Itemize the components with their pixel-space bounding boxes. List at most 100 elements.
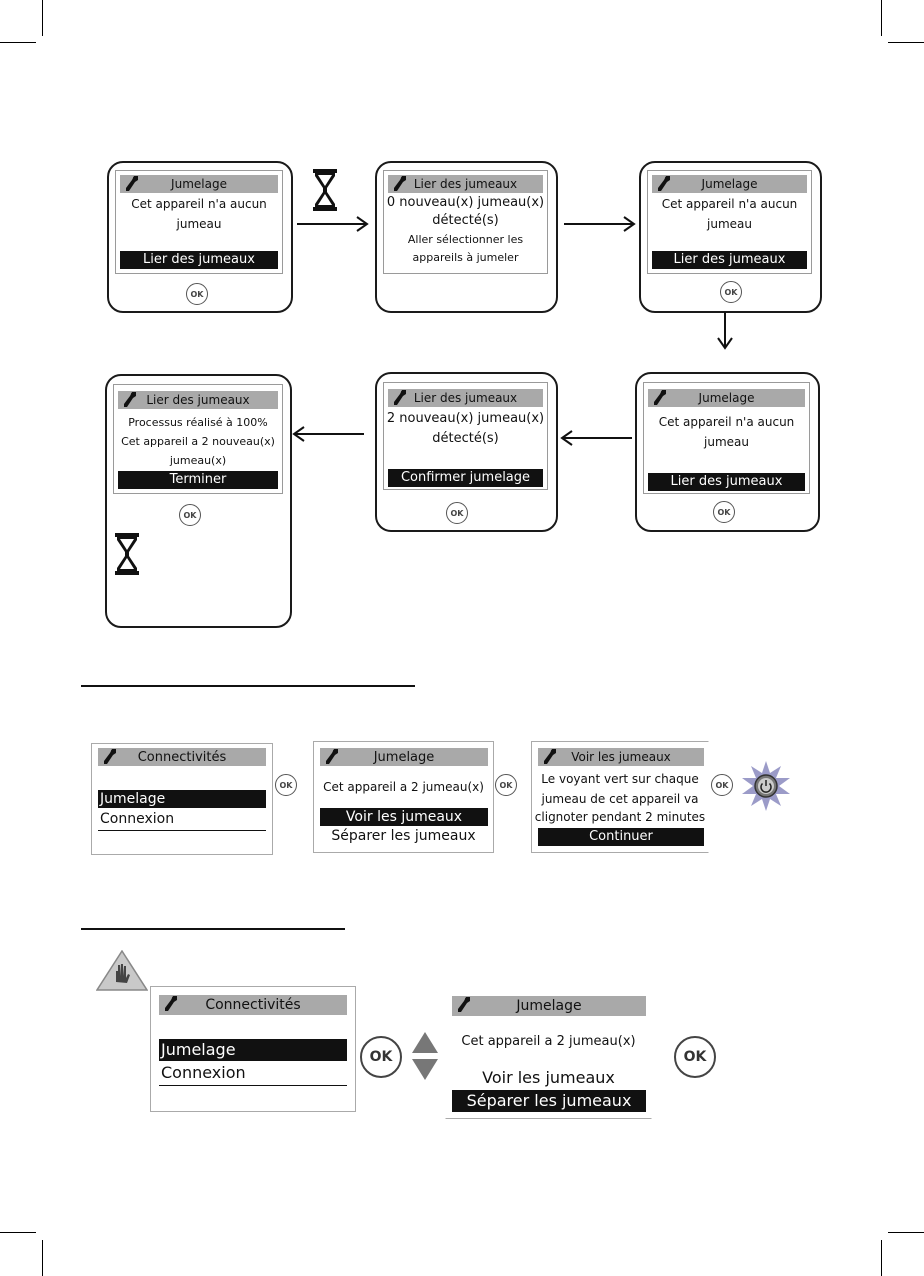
menu-item-separer-jumeaux[interactable]: Séparer les jumeaux [452, 1090, 646, 1112]
screen-title: Jumelage [171, 177, 227, 191]
device-screen-1: Jumelage Cet appareil n'a aucun jumeau L… [107, 161, 293, 313]
wrench-icon [125, 176, 139, 192]
screen-title: Connectivités [137, 749, 227, 765]
crop-mark [42, 0, 43, 36]
menu-item-connexion[interactable]: Connexion [161, 1063, 246, 1082]
menu-jumelage-large: Jumelage Cet appareil a 2 jumeau(x) Voir… [445, 987, 652, 1119]
arrow-left-icon [560, 430, 632, 446]
device-display: Jumelage Cet appareil n'a aucun jumeau L… [115, 170, 283, 274]
arrow-right-icon [564, 216, 636, 232]
title-bar: Jumelage [648, 389, 805, 407]
device-screen-6: Lier des jumeaux Processus réalisé à 100… [105, 374, 292, 628]
message-line: clignoter pendant 2 minutes [534, 810, 706, 824]
ok-button[interactable]: OK [360, 1036, 402, 1078]
screen-title: Jumelage [373, 749, 435, 765]
screen-title: Lier des jumeaux [413, 391, 518, 405]
screen-title: Jumelage [516, 998, 582, 1014]
screen-title: Jumelage [698, 391, 755, 405]
device-display: Lier des jumeaux 2 nouveau(x) jumeau(x) … [383, 382, 548, 490]
selected-option[interactable]: Lier des jumeaux [652, 251, 807, 269]
title-bar: Jumelage [320, 748, 488, 766]
ok-button[interactable]: OK [275, 774, 297, 796]
crop-mark [888, 1232, 924, 1233]
screen-title: Lier des jumeaux [413, 177, 518, 191]
title-bar: Voir les jumeaux [538, 748, 704, 766]
selected-option[interactable]: Confirmer jumelage [388, 469, 543, 487]
message-line: Cet appareil a 2 jumeau(x) [323, 780, 484, 794]
message-line: Aller sélectionner les [407, 233, 524, 246]
ok-button[interactable]: OK [720, 281, 742, 303]
crop-mark [0, 1232, 36, 1233]
menu-item-voir-jumeaux[interactable]: Voir les jumeaux [482, 1068, 615, 1087]
message-line: jumeau [704, 435, 749, 449]
menu-item-separer-jumeaux[interactable]: Séparer les jumeaux [331, 828, 476, 844]
message-line: jumeau [176, 217, 222, 231]
message-line: détecté(s) [432, 213, 499, 228]
hourglass-icon [115, 532, 139, 576]
power-led-icon [742, 761, 790, 811]
arrow-right-icon [297, 216, 369, 232]
title-bar: Jumelage [120, 175, 278, 193]
menu-voir-jumeaux: Voir les jumeaux Le voyant vert sur chaq… [531, 741, 709, 853]
title-bar: Lier des jumeaux [118, 391, 278, 409]
message-line: Cet appareil n'a aucun [658, 415, 795, 429]
menu-item-voir-jumeaux[interactable]: Voir les jumeaux [320, 808, 488, 826]
device-screen-5: Lier des jumeaux 2 nouveau(x) jumeau(x) … [375, 372, 558, 532]
message-line: 2 nouveau(x) jumeau(x) [386, 411, 545, 426]
up-down-arrows-icon[interactable] [410, 1030, 440, 1082]
ok-button[interactable]: OK [179, 504, 201, 526]
menu-jumelage: Jumelage Cet appareil a 2 jumeau(x) Voir… [313, 741, 494, 853]
menu-item-connexion[interactable]: Connexion [100, 811, 175, 827]
message-line: 0 nouveau(x) jumeau(x) [386, 195, 545, 210]
menu-item-jumelage[interactable]: Jumelage [98, 790, 266, 808]
message-line: jumeau(x) [169, 454, 227, 467]
ok-button[interactable]: OK [495, 774, 517, 796]
wrench-icon [653, 390, 667, 406]
menu-connectivites: Connectivités Jumelage Connexion [91, 743, 273, 855]
device-display: Jumelage Cet appareil n'a aucun jumeau L… [647, 170, 812, 274]
message-line: détecté(s) [432, 431, 499, 446]
ok-button[interactable]: OK [674, 1036, 716, 1078]
ok-button[interactable]: OK [186, 283, 208, 305]
device-screen-3: Jumelage Cet appareil n'a aucun jumeau L… [639, 161, 822, 313]
title-bar: Lier des jumeaux [388, 175, 543, 193]
wrench-icon [393, 390, 407, 406]
message-line: Cet appareil n'a aucun [131, 197, 267, 211]
message-line: Cet appareil n'a aucun [661, 197, 798, 211]
device-display: Jumelage Cet appareil n'a aucun jumeau L… [643, 382, 810, 494]
selected-option[interactable]: Terminer [118, 471, 278, 489]
device-screen-2: Lier des jumeaux 0 nouveau(x) jumeau(x) … [375, 161, 558, 313]
message-line: jumeau [707, 217, 752, 231]
selected-option[interactable]: Lier des jumeaux [120, 251, 278, 269]
continue-option[interactable]: Continuer [538, 828, 704, 846]
ok-button[interactable]: OK [713, 501, 735, 523]
screen-title: Voir les jumeaux [571, 750, 671, 764]
wrench-icon [543, 749, 557, 765]
arrow-down-icon [717, 312, 733, 350]
section-rule [81, 685, 415, 687]
title-bar: Connectivités [159, 995, 347, 1015]
device-display: Lier des jumeaux Processus réalisé à 100… [113, 384, 283, 494]
message-line: Cet appareil a 2 jumeau(x) [461, 1034, 636, 1049]
ok-button[interactable]: OK [711, 774, 733, 796]
wrench-icon [393, 176, 407, 192]
ok-button[interactable]: OK [446, 502, 468, 524]
title-bar: Jumelage [452, 996, 646, 1016]
crop-mark [0, 42, 36, 43]
device-display: Lier des jumeaux 0 nouveau(x) jumeau(x) … [383, 170, 548, 274]
screen-title: Connectivités [205, 997, 301, 1013]
message-line: appareils à jumeler [412, 251, 519, 264]
crop-mark [881, 0, 882, 36]
device-screen-4: Jumelage Cet appareil n'a aucun jumeau L… [635, 372, 820, 532]
screen-title: Jumelage [701, 177, 758, 191]
hourglass-icon [313, 167, 337, 213]
section-rule [81, 928, 345, 930]
hand-warning-icon [96, 950, 148, 991]
selected-option[interactable]: Lier des jumeaux [648, 473, 805, 491]
wrench-icon [457, 997, 471, 1013]
crop-mark [42, 1240, 43, 1276]
title-bar: Lier des jumeaux [388, 389, 543, 407]
divider [159, 1085, 347, 1086]
message-line: Processus réalisé à 100% [128, 416, 268, 429]
menu-item-jumelage[interactable]: Jumelage [159, 1039, 347, 1061]
